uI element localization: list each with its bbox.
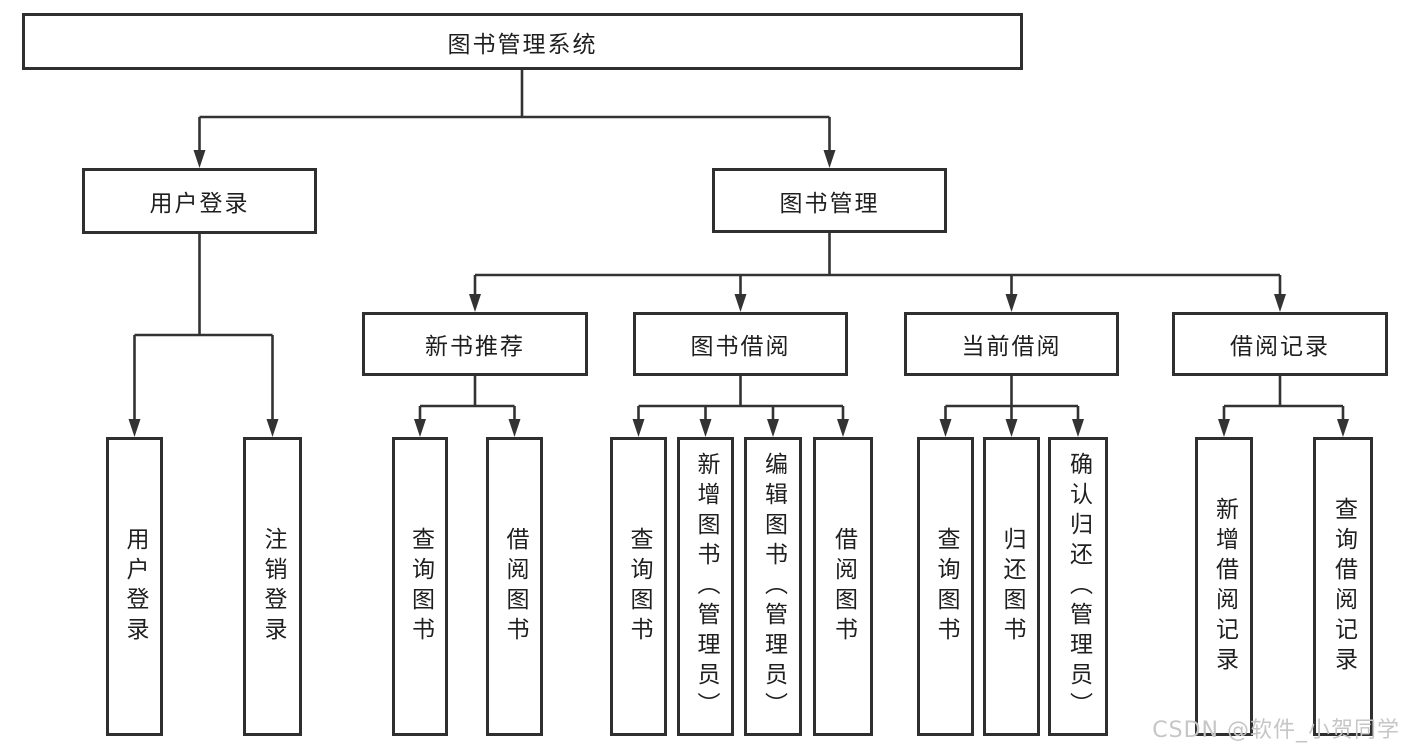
node-user-login: 用户登录 (82, 168, 317, 234)
node-label: 借阅记录 (1230, 334, 1330, 360)
node-label: 查询图书 (933, 526, 959, 647)
leaf-borrow-books-1: 借阅图书 (486, 437, 543, 736)
leaf-edit-books-admin: 编辑图书（管理员） (744, 437, 802, 736)
leaf-logout: 注销登录 (243, 437, 302, 736)
node-label: 图书管理系统 (447, 31, 598, 58)
node-label: 确认归还（管理员） (1065, 451, 1092, 722)
node-label: 查询图书 (407, 526, 434, 647)
leaf-query-borrow-record: 查询借阅记录 (1313, 437, 1373, 736)
leaf-borrow-books-2: 借阅图书 (813, 437, 873, 736)
leaf-query-books-1: 查询图书 (392, 437, 448, 736)
leaf-add-books-admin: 新增图书（管理员） (677, 437, 734, 736)
node-label: 查询图书 (626, 526, 652, 647)
leaf-query-books-3: 查询图书 (917, 437, 974, 736)
node-label: 图书管理 (779, 190, 880, 217)
node-label: 注销登录 (260, 526, 286, 647)
leaf-confirm-return-admin: 确认归还（管理员） (1048, 437, 1108, 736)
node-label: 新书推荐 (425, 334, 525, 360)
node-label: 借阅图书 (502, 526, 528, 647)
leaf-add-borrow-record: 新增借阅记录 (1195, 437, 1253, 736)
node-label: 编辑图书（管理员） (760, 451, 787, 722)
node-borrowing-records: 借阅记录 (1172, 312, 1388, 376)
leaf-query-books-2: 查询图书 (610, 437, 667, 736)
csdn-watermark: CSDN @软件_小贺同学 (1152, 718, 1400, 743)
node-new-book-recommend: 新书推荐 (362, 312, 588, 376)
node-book-management: 图书管理 (712, 168, 947, 233)
node-label: 图书借阅 (690, 334, 791, 360)
node-current-borrowing: 当前借阅 (904, 312, 1119, 376)
node-label: 查询借阅记录 (1330, 496, 1357, 677)
node-label: 当前借阅 (961, 334, 1062, 360)
node-library-management-system: 图书管理系统 (22, 13, 1023, 70)
node-label: 新增借阅记录 (1211, 496, 1238, 677)
node-book-borrowing: 图书借阅 (633, 312, 848, 376)
node-label: 用户登录 (122, 526, 148, 647)
node-label: 归还图书 (999, 526, 1025, 647)
node-label: 新增图书（管理员） (693, 451, 719, 722)
node-label: 借阅图书 (830, 526, 857, 647)
leaf-return-books: 归还图书 (983, 437, 1040, 736)
leaf-user-login: 用户登录 (106, 437, 163, 736)
node-label: 用户登录 (149, 191, 250, 217)
